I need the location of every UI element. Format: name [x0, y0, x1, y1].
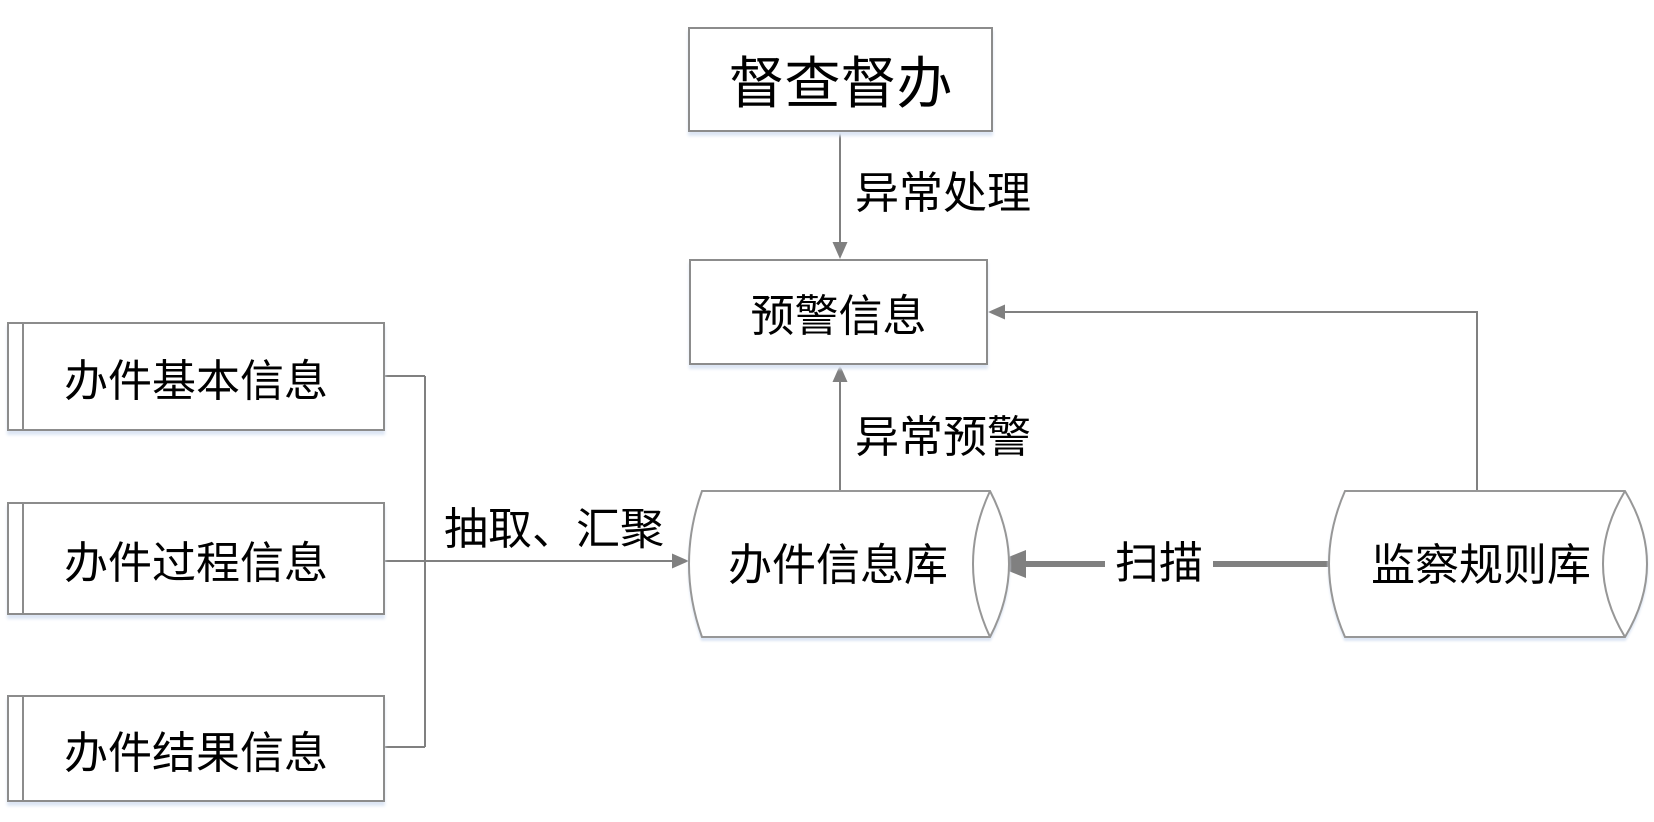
edge-label-exception-warning: 异常预警	[855, 413, 1031, 462]
arrowhead-down-into-warning	[832, 242, 848, 259]
arrowhead-up-into-warning	[832, 365, 848, 382]
arrowhead-left-into-warning	[988, 304, 1005, 320]
node-supervision-label: 督查督办	[728, 52, 953, 115]
edge-rule-to-warning-line	[1004, 311, 1478, 491]
node-rule-db-label: 监察规则库	[1371, 541, 1591, 590]
node-basic-info-label: 办件基本信息	[64, 356, 328, 406]
node-process-info: 办件过程信息	[7, 502, 385, 615]
node-warning-label: 预警信息	[750, 292, 927, 341]
node-case-db-label: 办件信息库	[728, 541, 948, 590]
node-result-info: 办件结果信息	[7, 695, 385, 802]
node-basic-info: 办件基本信息	[7, 322, 385, 431]
node-supervision: 督查督办	[688, 27, 993, 132]
arrowhead-into-case-db	[672, 553, 689, 569]
node-warning: 预警信息	[689, 259, 988, 365]
edge-label-exception-handling: 异常处理	[855, 169, 1031, 218]
cylinder-case-db-cap-seam	[972, 490, 991, 638]
cylinder-rule-db-cap-seam	[1602, 490, 1626, 638]
edge-label-extract-aggregate: 抽取、汇聚	[444, 505, 664, 554]
node-process-info-label: 办件过程信息	[64, 538, 328, 588]
edge-label-scan: 扫描	[1105, 542, 1213, 586]
node-result-info-label: 办件结果信息	[64, 728, 328, 778]
